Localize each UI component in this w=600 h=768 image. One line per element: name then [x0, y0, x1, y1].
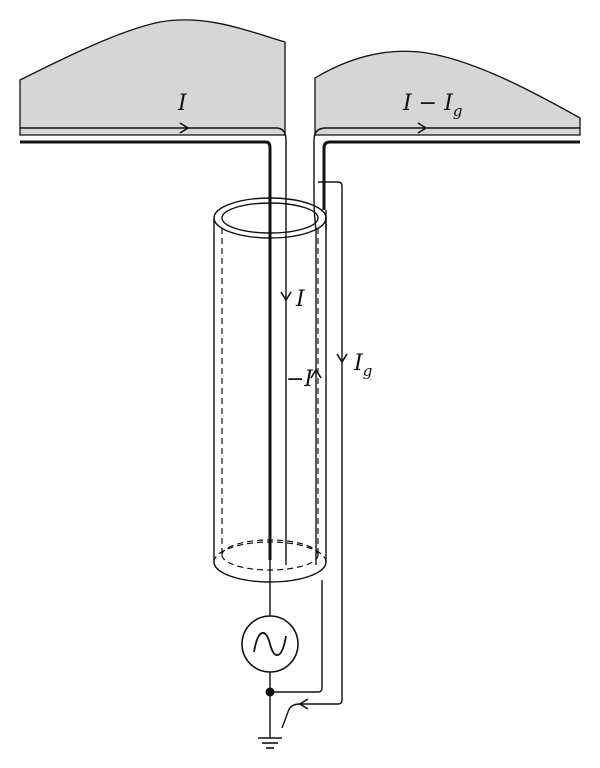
- ac-source-icon: [241, 615, 299, 673]
- label-current-ground: Ig: [353, 351, 372, 380]
- core-conductor-right: [322, 140, 580, 210]
- inner-conductor-left: [20, 127, 287, 565]
- arrow-top-left: [179, 122, 190, 134]
- inner-conductor-right: [313, 127, 580, 565]
- arrow-ground-down: [336, 353, 348, 364]
- ground-icon: [258, 737, 282, 749]
- current-arrows: [179, 122, 428, 710]
- core-conductor-left: [20, 140, 272, 560]
- ground-return-wire-inner: [270, 210, 327, 693]
- arrow-bottom-return: [298, 698, 309, 710]
- ground-surface-right: [314, 50, 581, 136]
- arrow-return-up: [310, 368, 322, 379]
- label-current-top-left: I: [177, 91, 188, 116]
- arrow-inner-down: [280, 291, 292, 302]
- arrow-top-right: [417, 122, 428, 134]
- junction-dot-icon: [265, 687, 275, 697]
- label-current-inner-down: I: [295, 287, 306, 312]
- label-current-top-right: I − Ig: [402, 91, 462, 120]
- ground-surface-left: [19, 19, 286, 136]
- label-current-return-up: −I: [286, 367, 314, 392]
- ground-return-wire-outer: [281, 181, 343, 729]
